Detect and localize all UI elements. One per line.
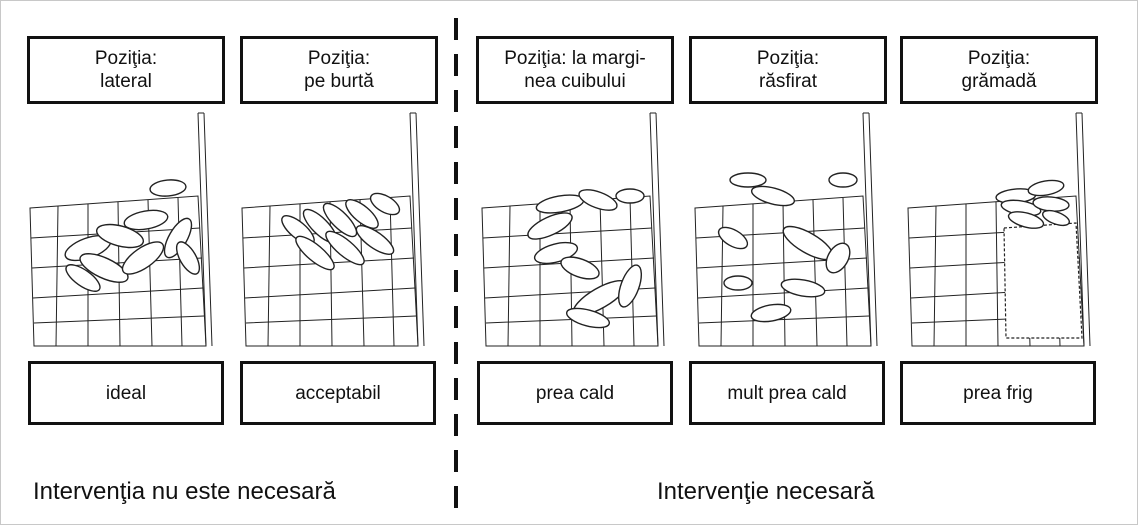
pen-illustration-belly xyxy=(241,112,425,347)
pen-illustration-spread xyxy=(694,112,878,347)
position-label-lateral: Poziţia: lateral xyxy=(27,36,225,104)
pen-illustration-lateral xyxy=(29,112,213,347)
assessment-acceptable: acceptabil xyxy=(240,361,436,425)
caption-no-intervention: Intervenţia nu este necesară xyxy=(33,478,336,505)
assessment-ideal: ideal xyxy=(28,361,224,425)
assessment-too-cold: prea frig xyxy=(900,361,1096,425)
position-label-nest-edge: Poziţia: la margi- nea cuibului xyxy=(476,36,674,104)
assessment-much-too-warm: mult prea cald xyxy=(689,361,885,425)
position-label-belly: Poziţia: pe burtă xyxy=(240,36,438,104)
position-label-pile: Poziţia: grămadă xyxy=(900,36,1098,104)
caption-intervention-needed: Intervenţie necesară xyxy=(657,478,875,505)
assessment-too-warm: prea cald xyxy=(477,361,673,425)
pen-illustration-pile xyxy=(907,112,1091,347)
group-divider xyxy=(454,18,458,518)
position-label-spread: Poziţia: răsfirat xyxy=(689,36,887,104)
pen-illustration-nest-edge xyxy=(481,112,665,347)
